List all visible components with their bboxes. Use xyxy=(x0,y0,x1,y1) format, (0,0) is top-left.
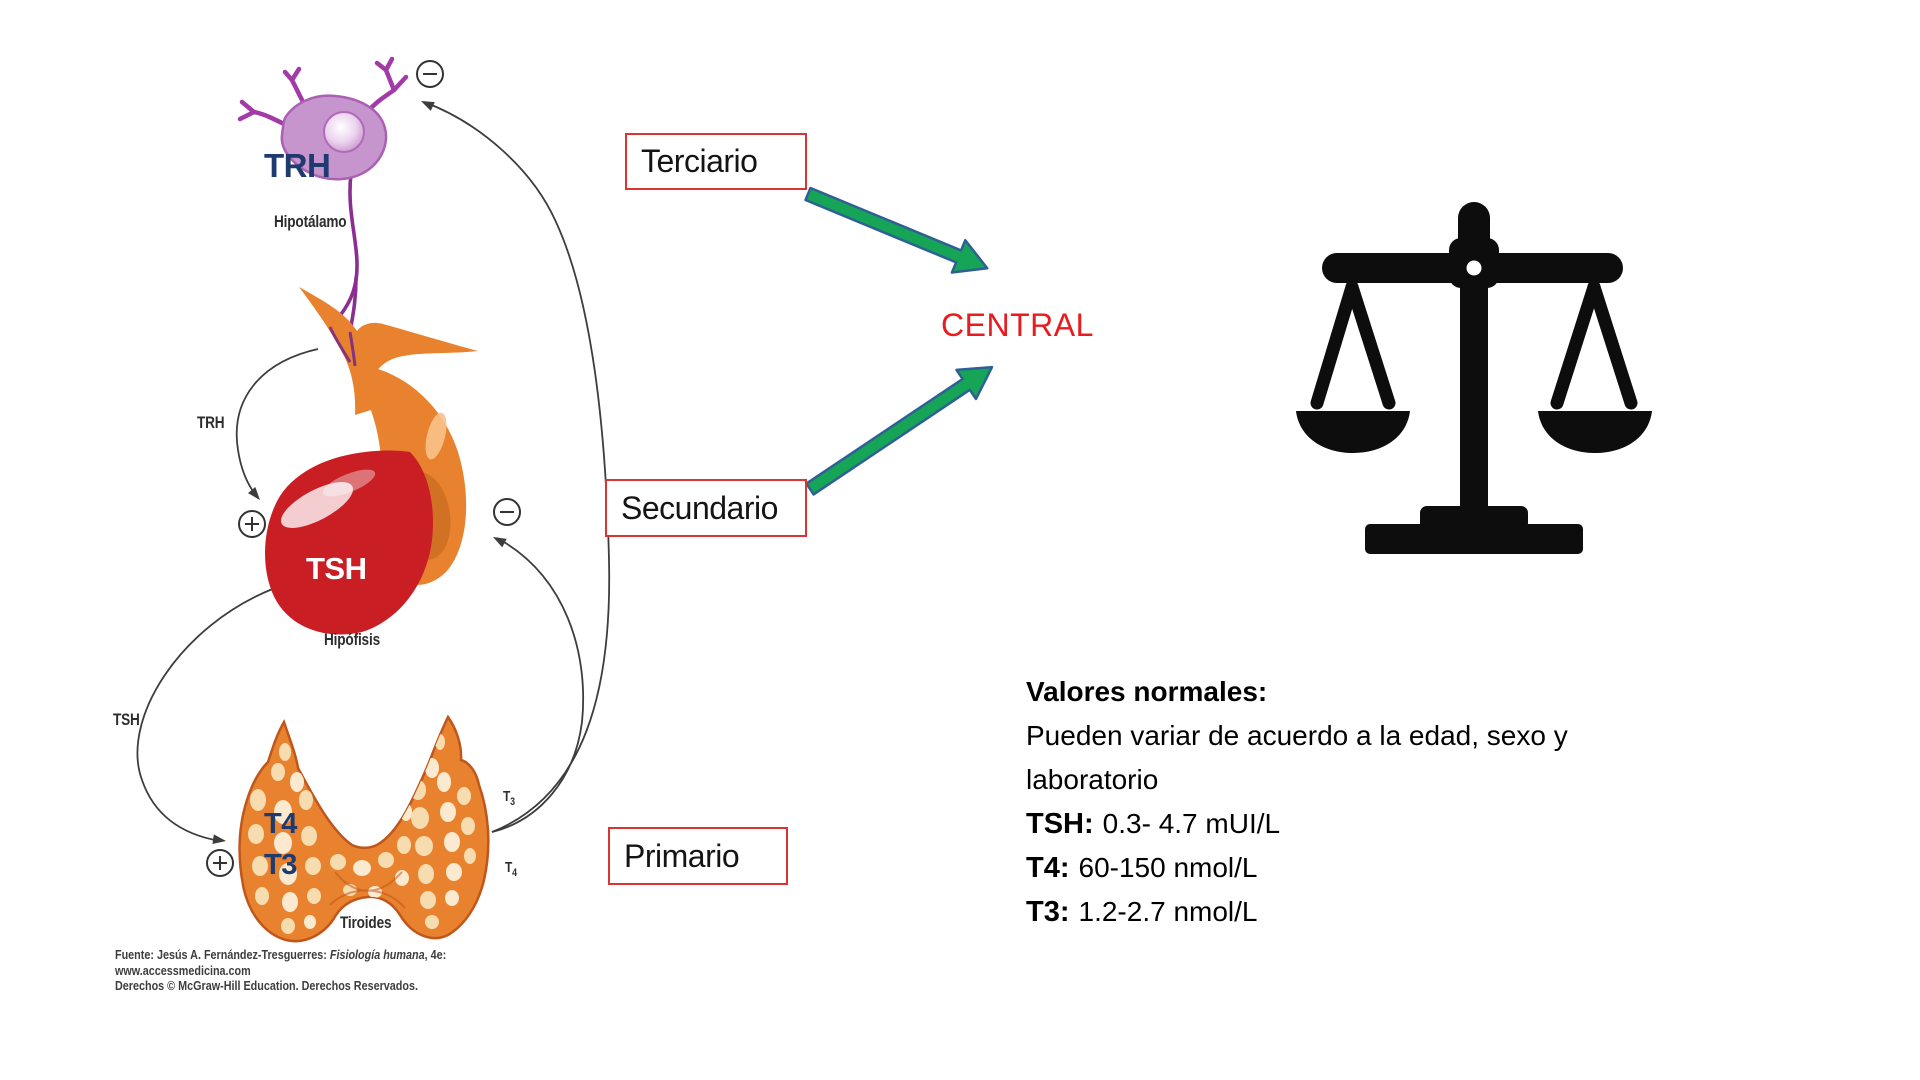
minus-icon xyxy=(416,60,444,88)
normal-value-row-t3: T3:1.2-2.7 nmol/L xyxy=(1026,896,1258,928)
pituitary-stalk xyxy=(299,287,478,415)
source-attribution: Fuente: Jesús A. Fernández-Tresguerres: … xyxy=(115,947,446,994)
feedback-arrowheads xyxy=(212,101,507,844)
feedback-arrow-trh-to-pituitary xyxy=(235,348,319,499)
normal-values-heading: Valores normales: xyxy=(1026,676,1268,707)
minus-icon xyxy=(493,498,521,526)
tertiary-box: Terciario xyxy=(625,133,807,190)
source-line-3: Derechos © McGraw-Hill Education. Derech… xyxy=(115,978,418,993)
neuron-nucleus xyxy=(323,111,365,153)
feedback-arrow-t3t4-to-hypothalamus xyxy=(423,101,611,833)
plus-icon xyxy=(206,849,234,877)
pituitary-illustration xyxy=(265,287,478,635)
thyroid-illustration xyxy=(238,714,490,943)
secondary-box-label: Secundario xyxy=(621,489,778,526)
tsh-hormone-label: TSH xyxy=(306,551,367,586)
primary-box-label: Primario xyxy=(624,837,740,874)
normal-value-row-t4: T4:60-150 nmol/L xyxy=(1026,852,1258,884)
normal-values-note-1: Pueden variar de acuerdo a la edad, sexo… xyxy=(1026,720,1568,751)
trh-hormone-label: TRH xyxy=(264,147,331,184)
feedback-arrow-tsh-to-thyroid xyxy=(136,587,276,842)
thyroid-follicle-spots xyxy=(248,734,476,934)
green-arrow-icon xyxy=(804,186,989,274)
normal-value-row-tsh: TSH:0.3- 4.7 mUI/L xyxy=(1026,808,1281,840)
trh-arrow-label: TRH xyxy=(197,413,225,432)
normal-values-panel: Valores normales: Pueden variar de acuer… xyxy=(1026,670,1568,934)
hypothalamus-neuron-illustration xyxy=(237,56,409,334)
central-label: CENTRAL xyxy=(941,307,1094,343)
plus-icon xyxy=(238,510,266,538)
t3-output-label: T3 xyxy=(503,788,515,808)
secondary-box: Secundario xyxy=(605,479,807,537)
source-line-2: www.accessmedicina.com xyxy=(115,962,251,978)
tsh-arrow-label: TSH xyxy=(113,710,140,729)
hypothalamus-label: Hipotálamo xyxy=(274,212,347,231)
balance-scale-icon xyxy=(1296,202,1652,554)
pituitary-label: Hipófisis xyxy=(324,630,380,649)
t3-hormone-label: T3 xyxy=(264,849,297,881)
feedback-arrows xyxy=(136,101,611,842)
thyroid-label: Tiroides xyxy=(340,913,392,932)
source-line-1: Fuente: Jesús A. Fernández-Tresguerres: … xyxy=(115,947,447,962)
normal-values-note-2: laboratorio xyxy=(1026,764,1159,795)
green-arrow-icon xyxy=(805,365,994,496)
primary-box: Primario xyxy=(608,827,788,885)
t4-output-label: T4 xyxy=(505,859,517,879)
t4-hormone-label: T4 xyxy=(264,808,297,840)
feedback-arrow-t3t4-to-pituitary xyxy=(491,537,585,833)
tertiary-box-label: Terciario xyxy=(641,143,758,179)
